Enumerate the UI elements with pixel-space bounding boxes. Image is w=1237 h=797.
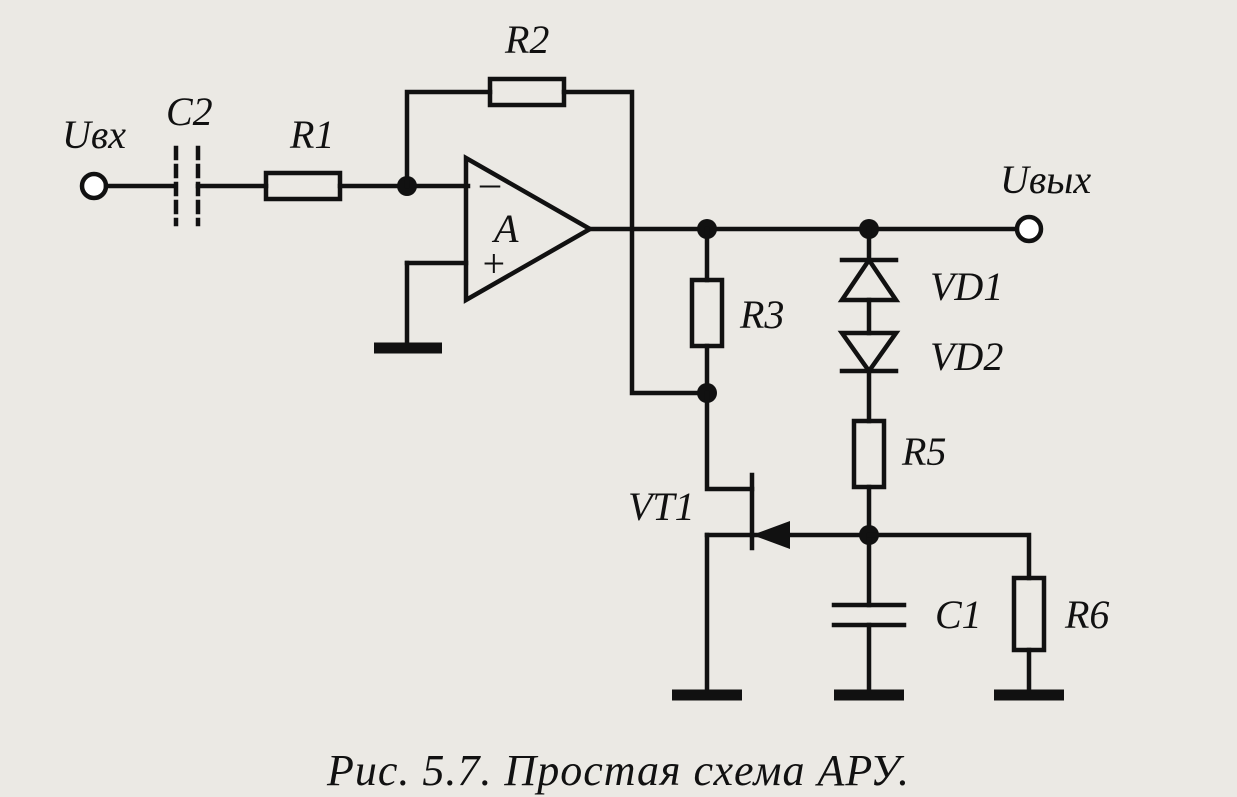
label-input: Uвх bbox=[62, 112, 126, 157]
diode-vd1 bbox=[837, 255, 901, 303]
label-vt1: VT1 bbox=[628, 484, 695, 529]
resistor-r6 bbox=[1011, 575, 1047, 653]
resistor-r2 bbox=[487, 76, 567, 108]
resistor-r5 bbox=[851, 418, 887, 490]
label-r6: R6 bbox=[1064, 592, 1109, 637]
capacitor-c1 bbox=[831, 602, 907, 628]
label-r1: R1 bbox=[289, 112, 334, 157]
label-c2: C2 bbox=[166, 89, 213, 134]
resistor-r1 bbox=[263, 170, 343, 202]
label-amp: A bbox=[491, 206, 519, 251]
capacitor-c2 bbox=[173, 145, 201, 227]
diode-vd2 bbox=[837, 330, 901, 375]
circuit-diagram: Uвх C2 R1 R2 – A + Uвых R3 VD1 VD2 R5 VT… bbox=[62, 17, 1109, 701]
resistor-r3 bbox=[689, 277, 725, 349]
label-c1: C1 bbox=[935, 592, 982, 637]
label-output: Uвых bbox=[1000, 157, 1091, 202]
label-r2: R2 bbox=[504, 17, 549, 62]
label-r3: R3 bbox=[739, 292, 784, 337]
wire-feedback-return bbox=[561, 89, 710, 396]
op-amp bbox=[463, 154, 595, 304]
label-r5: R5 bbox=[901, 429, 946, 474]
label-vd2: VD2 bbox=[930, 334, 1003, 379]
transistor-vt1 bbox=[704, 472, 872, 551]
figure-caption: Рис. 5.7. Простая схема АРУ. bbox=[327, 746, 910, 795]
label-minus: – bbox=[479, 160, 501, 205]
wire-feedback bbox=[404, 89, 493, 189]
wire-drain bbox=[704, 390, 755, 492]
input-terminal bbox=[79, 171, 109, 201]
label-plus: + bbox=[480, 241, 507, 286]
output-terminal bbox=[1014, 214, 1044, 244]
label-vd1: VD1 bbox=[930, 264, 1003, 309]
